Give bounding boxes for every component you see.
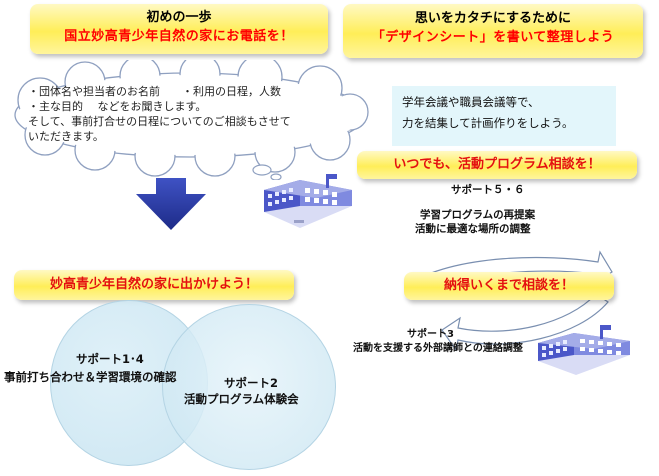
- banner-design-sheet-title: 思いをカタチにするために: [414, 11, 572, 26]
- banner-first-step: 初めの一歩 国立妙高青少年自然の家にお電話を！: [30, 4, 328, 54]
- banner-visit-text: 妙高青少年自然の家に出かけよう！: [49, 277, 258, 292]
- banner-until-satisfied-text: 納得いくまで相談を！: [443, 278, 574, 293]
- info-box: 学年会議や職員会議等で、 力を結集して計画作りをしよう。: [392, 86, 616, 146]
- down-arrow-icon: [136, 178, 206, 230]
- cloud-line-4: いただきます。: [28, 130, 104, 143]
- circle-left-line: 事前打ち合わせ＆学習環境の確認: [4, 370, 177, 384]
- info-box-line-1: 学年会議や職員会議等で、: [402, 95, 540, 109]
- banner-consult-text: いつでも、活動プログラム相談を！: [393, 157, 601, 172]
- support-56-label: サポート５・６: [451, 184, 525, 196]
- school-building-icon: [264, 174, 352, 228]
- circle-right-label: サポート2: [224, 376, 279, 390]
- banner-until-satisfied: 納得いくまで相談を！: [404, 272, 614, 300]
- info-box-line-2: 力を結集して計画作りをしよう。: [402, 116, 574, 130]
- circle-support-2: [162, 304, 336, 470]
- support-3-label: サポート3: [407, 329, 454, 340]
- thought-cloud: [14, 60, 369, 180]
- school-building-icon-2: [538, 325, 630, 375]
- info-box-text: 学年会議や職員会議等で、 力を結集して計画作りをしよう。: [392, 86, 616, 134]
- banner-consult: いつでも、活動プログラム相談を！: [357, 151, 637, 179]
- cloud-line-3: そして、事前打合せの日程についてのご相談もさせて: [28, 115, 291, 128]
- cloud-line-2: ・主な目的 などをお聞きします。: [28, 100, 207, 113]
- banner-design-sheet-body: 「デザインシート」を書いて整理しよう: [371, 30, 615, 45]
- circle-left-label: サポート1･4: [76, 352, 144, 366]
- banner-first-step-title: 初めの一歩: [146, 10, 212, 25]
- cloud-text: ・団体名や担当者のお名前 ・利用の日程，人数 ・主な目的 などをお聞きします。 …: [28, 84, 348, 144]
- support-3-line-1: 活動を支援する外部講師との連絡調整: [353, 343, 523, 354]
- circle-right-line: 活動プログラム体験会: [184, 392, 299, 406]
- banner-first-step-call: 国立妙高青少年自然の家にお電話を！: [64, 29, 294, 44]
- banner-design-sheet: 思いをカタチにするために 「デザインシート」を書いて整理しよう: [343, 4, 643, 58]
- support-56-line-1: 学習プログラムの再提案: [420, 209, 536, 221]
- banner-visit: 妙高青少年自然の家に出かけよう！: [14, 270, 294, 300]
- cloud-line-1: ・団体名や担当者のお名前 ・利用の日程，人数: [28, 85, 281, 98]
- support-56-line-2: 活動に最適な場所の調整: [415, 223, 531, 235]
